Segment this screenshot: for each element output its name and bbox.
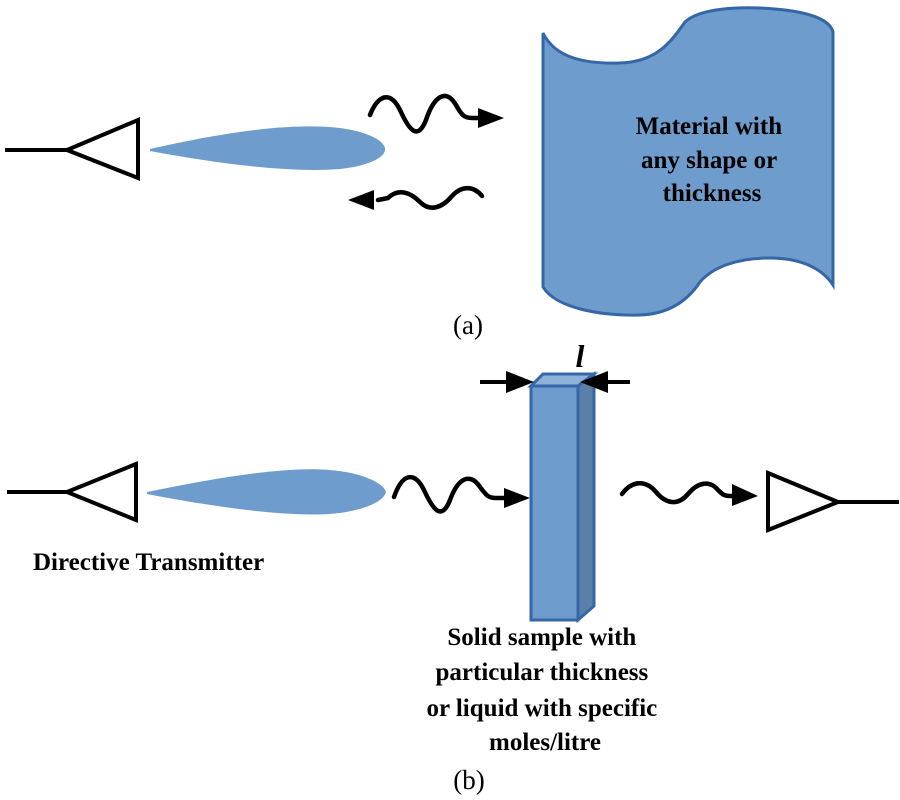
sample-label-line-4: moles/litre	[489, 729, 601, 756]
transmitted-wave-arrow-icon	[619, 481, 758, 506]
reflected-wave-arrow-icon	[348, 185, 485, 210]
material-label-line-3: thickness	[663, 180, 762, 207]
thickness-arrow-left-icon	[506, 371, 534, 393]
panel-a-caption: (a)	[453, 310, 483, 340]
directive-beam-b	[147, 469, 386, 515]
transmitter-antenna-icon	[5, 116, 140, 181]
sample-label-line-2: particular thickness	[436, 659, 649, 686]
material-label-line-1: Material with	[636, 113, 783, 140]
material-shape	[541, 6, 835, 317]
transmitter-label: Directive Transmitter	[33, 549, 264, 576]
thickness-marker: l	[480, 338, 630, 393]
material-label-line-2: any shape or	[641, 147, 777, 174]
sample-slab	[527, 371, 599, 624]
thickness-arrow-right-icon	[580, 371, 608, 393]
receiver-antenna-icon	[766, 470, 899, 533]
sample-label: Solid sample with particular thickness o…	[426, 624, 663, 756]
panel-a: Material with any shape or thickness (a)	[5, 6, 835, 340]
directive-beam	[150, 126, 386, 170]
sample-label-line-1: Solid sample with	[447, 624, 636, 651]
incident-wave-arrow-icon-b	[391, 475, 530, 514]
panel-b-caption: (b)	[453, 765, 484, 795]
thickness-symbol: l	[576, 338, 585, 374]
material-label: Material with any shape or thickness	[636, 113, 789, 207]
sample-label-line-3: or liquid with specific	[426, 695, 657, 722]
incident-wave-arrow-icon	[367, 93, 504, 134]
transmitter-antenna-icon-b	[7, 461, 138, 523]
panel-b: Directive Transmitter l	[7, 338, 899, 795]
